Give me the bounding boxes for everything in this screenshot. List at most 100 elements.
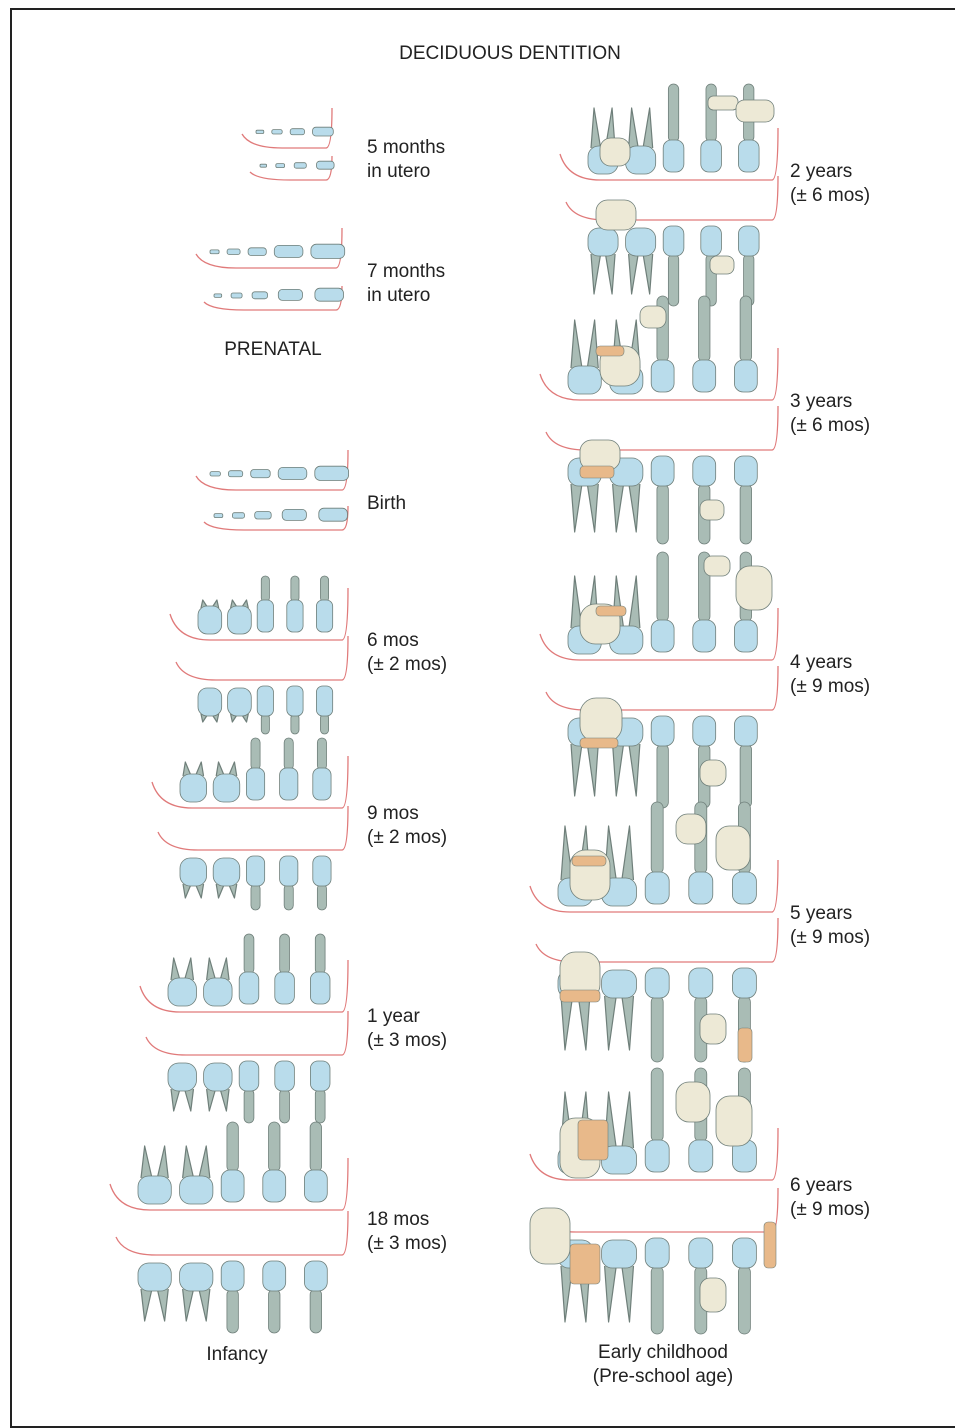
tooth-root [605, 1092, 634, 1148]
resorbing-root [580, 466, 614, 478]
stage-label-4years: 4 years(± 9 mos) [790, 651, 870, 699]
lower-molar [198, 688, 222, 716]
tooth-bud-lower [260, 164, 267, 167]
jaw-1year [140, 934, 348, 1123]
upper-incisor [689, 1140, 713, 1172]
tooth-root [651, 802, 663, 874]
upper-incisor [246, 768, 264, 800]
jaw-birth [196, 450, 349, 530]
tooth-root [571, 320, 598, 368]
tooth-root [317, 738, 326, 770]
resorbing-root [570, 1244, 600, 1284]
tooth-root [141, 1289, 168, 1321]
lower-incisor [732, 968, 756, 998]
jaw-18mos [110, 1122, 348, 1333]
upper-molar [138, 1176, 171, 1204]
lower-molar [138, 1263, 171, 1291]
section-label-infancy: Infancy [206, 1343, 267, 1367]
tooth-bud-upper [228, 471, 242, 477]
tooth-root [605, 996, 634, 1050]
stage-label-2years: 2 years(± 6 mos) [790, 160, 870, 208]
upper-incisor [239, 972, 259, 1004]
upper-incisor [651, 620, 674, 652]
resorbing-root [578, 1120, 608, 1160]
upper-molar [568, 366, 601, 394]
tooth-root [269, 1122, 280, 1172]
lower-incisor [645, 968, 669, 998]
upper-incisor [651, 360, 674, 392]
tooth-bud-upper [210, 472, 220, 476]
upper-molar [198, 606, 222, 634]
tooth-root [251, 738, 260, 770]
upper-molar [180, 1176, 213, 1204]
stage-label-5years: 5 years(± 9 mos) [790, 902, 870, 950]
stage-label-6mos: 6 mos(± 2 mos) [367, 629, 447, 677]
gum-line [176, 636, 348, 680]
permanent-tooth-crown [716, 1096, 752, 1146]
tooth-root [183, 1146, 210, 1178]
lower-molar [602, 970, 637, 998]
lower-incisor [239, 1061, 259, 1091]
tooth-root [171, 958, 193, 980]
tooth-root [699, 296, 710, 362]
lower-incisor [246, 856, 264, 886]
tooth-root [657, 484, 668, 544]
upper-incisor [257, 600, 273, 632]
lower-molar [213, 858, 240, 886]
tooth-root [284, 738, 293, 770]
tooth-root [571, 744, 598, 796]
lower-molar [168, 1063, 196, 1091]
tooth-bud-upper [210, 250, 219, 254]
stage-label-7m-utero: 7 monthsin utero [367, 260, 445, 308]
gum-line [116, 1211, 348, 1255]
upper-incisor [701, 140, 722, 172]
lower-molar [180, 1263, 213, 1291]
tooth-bud-lower [232, 513, 244, 519]
upper-incisor [693, 360, 716, 392]
permanent-tooth-crown [676, 1082, 710, 1122]
tooth-root [657, 744, 668, 808]
upper-incisor [310, 972, 330, 1004]
tooth-root [561, 996, 590, 1050]
tooth-bud-lower [317, 161, 335, 169]
jaw-9mos [152, 738, 348, 910]
tooth-bud-lower [214, 294, 222, 298]
tooth-root [657, 552, 668, 622]
tooth-bud-upper [256, 130, 264, 133]
tooth-root [269, 1289, 280, 1333]
lower-molar [204, 1063, 232, 1091]
tooth-root [740, 744, 751, 808]
tooth-bud-lower [255, 512, 272, 520]
upper-incisor [275, 972, 295, 1004]
upper-incisor [645, 872, 669, 904]
lower-incisor [280, 856, 298, 886]
tooth-root [738, 1266, 750, 1334]
tooth-bud-lower [282, 509, 306, 520]
stage-label-9mos: 9 mos(± 2 mos) [367, 802, 447, 850]
lower-incisor [734, 716, 757, 746]
gum-line [546, 666, 778, 710]
jaw-5m-utero [242, 108, 334, 180]
upper-molar [180, 774, 207, 802]
gum-line [158, 806, 348, 850]
lower-incisor [645, 1238, 669, 1268]
tooth-root [251, 884, 260, 910]
permanent-tooth-crown [580, 698, 622, 742]
tooth-root [591, 254, 615, 294]
upper-incisor [738, 140, 759, 172]
stage-label-3years: 3 years(± 6 mos) [790, 390, 870, 438]
tooth-root [315, 1089, 325, 1123]
permanent-tooth-crown [716, 826, 750, 870]
permanent-tooth-crown [530, 1208, 570, 1264]
lower-incisor [304, 1261, 327, 1291]
tooth-root [261, 714, 269, 734]
tooth-root [291, 714, 299, 734]
tooth-root [244, 1089, 254, 1123]
lower-incisor [734, 456, 757, 486]
lower-incisor [689, 968, 713, 998]
upper-incisor [645, 1140, 669, 1172]
tooth-root [280, 934, 290, 974]
stage-label-1year: 1 year(± 3 mos) [367, 1005, 447, 1053]
lower-incisor [651, 716, 674, 746]
